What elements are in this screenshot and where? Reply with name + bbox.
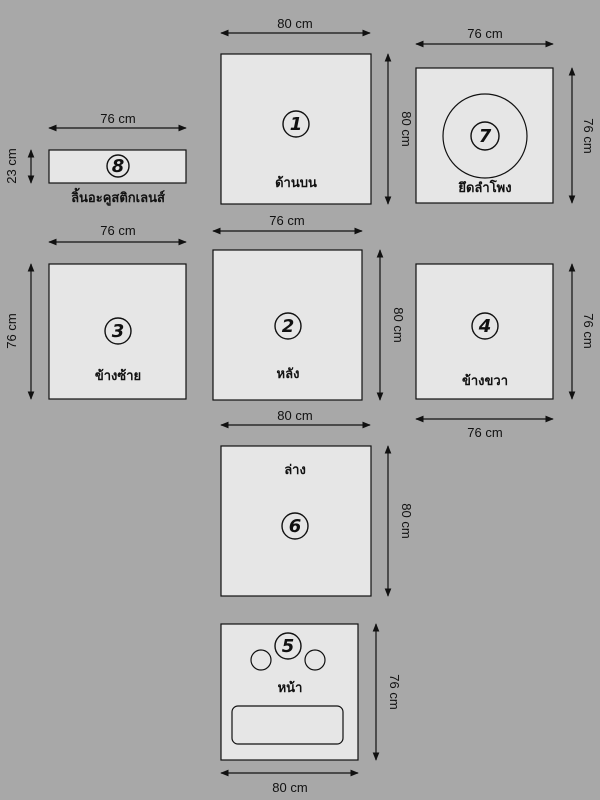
panel-6-width: 80 cm <box>277 408 312 423</box>
panel-6-bottom: 80 cm 80 cm ล่าง 6 <box>220 408 414 597</box>
panel-5-rect <box>220 623 359 761</box>
panel-8-number: 8 <box>112 156 125 177</box>
panel-1-width: 80 cm <box>277 16 312 31</box>
panel-4-right-side: 76 cm 76 cm 4 ข้างขวา <box>415 263 596 440</box>
panel-5-label: หน้า <box>278 680 303 696</box>
panel-3-number: 3 <box>112 321 125 342</box>
panel-2-rect <box>212 249 363 401</box>
panel-8-height: 23 cm <box>4 148 19 183</box>
panel-7-number: 7 <box>479 126 492 147</box>
panel-2-height: 80 cm <box>391 307 406 342</box>
panel-1-number-circle <box>282 110 310 138</box>
panel-1-number: 1 <box>290 114 303 135</box>
panel-8-width: 76 cm <box>100 111 135 126</box>
panel-7-height: 76 cm <box>581 118 596 153</box>
panel-2-number: 2 <box>282 316 295 337</box>
panel-7-label: ยึดลำโพง <box>458 179 512 196</box>
panel-6-height: 80 cm <box>399 503 414 538</box>
panel-3-rect <box>48 263 187 400</box>
front-port-right-circle <box>304 649 326 671</box>
speaker-cutout-circle <box>442 93 528 179</box>
panel-5-height: 76 cm <box>387 674 402 709</box>
panel-7-speaker-mount: 76 cm 76 cm 7 ยึดลำโพง <box>415 26 596 204</box>
panel-6-number-circle <box>281 512 309 540</box>
panel-4-number: 4 <box>478 316 492 337</box>
panel-4-number-circle <box>471 312 499 340</box>
panel-3-number-circle <box>104 317 132 345</box>
panel-7-number-circle <box>470 121 500 151</box>
panel-2-number-circle <box>274 312 302 340</box>
panel-4-label: ข้างขวา <box>462 373 508 389</box>
panel-8-number-circle <box>106 154 130 178</box>
panel-4-width: 76 cm <box>467 425 502 440</box>
panel-5-width: 80 cm <box>272 780 307 795</box>
panel-1-top: 80 cm 80 cm 1 ด้านบน <box>220 16 414 205</box>
panel-2-width: 76 cm <box>269 213 304 228</box>
panel-7-rect <box>415 67 554 204</box>
panel-3-height: 76 cm <box>4 313 19 348</box>
panel-6-rect <box>220 445 372 597</box>
front-port-left-circle <box>250 649 272 671</box>
panel-6-number: 6 <box>289 516 302 537</box>
panel-5-front: 76 cm 80 cm 5 หน้า <box>220 623 402 795</box>
panel-2-label: หลัง <box>277 367 300 382</box>
front-opening-rect <box>231 705 344 745</box>
panel-6-label: ล่าง <box>284 463 306 478</box>
panel-4-rect <box>415 263 554 400</box>
panel-7-width: 76 cm <box>467 26 502 41</box>
panel-1-height: 80 cm <box>399 111 414 146</box>
panel-8-acoustic-lens: 76 cm 23 cm 8 ลิ้นอะคูสติกเลนส์ <box>4 111 187 206</box>
panel-3-label: ข้างซ้าย <box>95 368 141 384</box>
panel-4-height: 76 cm <box>581 313 596 348</box>
panel-5-number: 5 <box>282 636 295 657</box>
panel-3-width: 76 cm <box>100 223 135 238</box>
panel-5-number-circle <box>274 632 302 660</box>
panel-8-label: ลิ้นอะคูสติกเลนส์ <box>71 187 165 206</box>
panel-1-label: ด้านบน <box>275 175 317 191</box>
panel-1-rect <box>220 53 372 205</box>
panel-2-back: 76 cm 80 cm 2 หลัง <box>212 213 406 401</box>
panel-3-left-side: 76 cm 76 cm 3 ข้างซ้าย <box>4 223 187 400</box>
